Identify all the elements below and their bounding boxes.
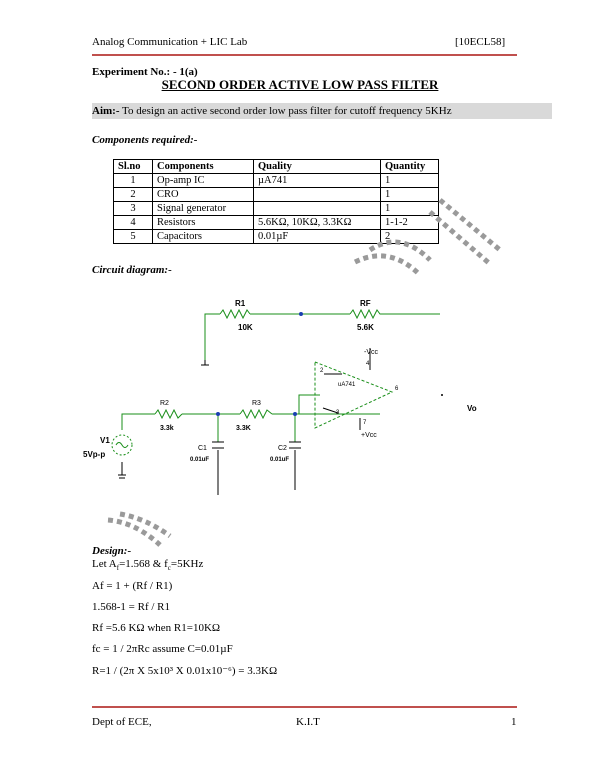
label-v1: V1	[100, 436, 110, 445]
circuit-diagram: R1 10K RF 5.6K R2 3.3k R3 3.3K C1 0.01uF…	[83, 299, 477, 495]
label-c2: C2	[278, 445, 287, 452]
label-pin7: 7	[363, 420, 367, 426]
footer-center: K.I.T	[296, 716, 320, 728]
header-right: [10ECL58]	[455, 36, 506, 48]
design-line-2: Af = 1 + (Rf / R1)	[92, 580, 173, 592]
design-line-1: Let Af=1.568 & fc=5KHz	[92, 558, 204, 573]
header-rule	[92, 54, 517, 56]
aim-label: Aim:-	[92, 105, 120, 117]
plus-input-arrow	[322, 407, 339, 414]
label-vcc-pos: +Vcc	[361, 432, 377, 439]
components-heading: Components required:-	[92, 134, 198, 146]
label-pin2: 2	[320, 368, 324, 374]
resistor-r1	[219, 308, 251, 320]
design-heading: Design:-	[92, 545, 132, 557]
watermark-graphic-2	[107, 511, 172, 547]
table-row: 3 Signal generator 1	[113, 201, 439, 216]
junction-dot	[299, 312, 303, 316]
cell-slno: 4	[113, 215, 153, 230]
source-v1	[111, 434, 133, 456]
resistor-r3	[239, 408, 273, 420]
aim-text: To design an active second order low pas…	[119, 105, 452, 117]
capacitor-c1	[212, 441, 224, 449]
page-title: SECOND ORDER ACTIVE LOW PASS FILTER	[161, 77, 439, 92]
sine-icon	[115, 442, 129, 448]
components-table: Sl.no Components Quality Quantity 1 Op-a…	[113, 159, 439, 244]
cell-slno: 2	[113, 187, 153, 202]
table-row: 5 Capacitors 0.01µF 2	[113, 229, 439, 244]
label-r1-val: 10K	[238, 323, 253, 332]
watermark-graphic	[353, 198, 502, 277]
design-line-5: fc = 1 / 2πRc assume C=0.01µF	[92, 643, 233, 655]
header-left: Analog Communication + LIC Lab	[92, 36, 248, 48]
junction-dot	[293, 412, 297, 416]
cell-component: CRO	[152, 187, 254, 202]
table-header-row: Sl.no Components Quality Quantity	[113, 159, 439, 174]
design-line-4: Rf =5.6 KΩ when R1=10KΩ	[92, 622, 221, 634]
cell-component: Signal generator	[152, 201, 254, 216]
label-r1: R1	[235, 299, 246, 308]
cell-component: Capacitors	[152, 229, 254, 244]
col-quantity: Quantity	[380, 159, 439, 174]
cell-slno: 1	[113, 173, 153, 188]
wire-feedback-in	[298, 394, 320, 414]
resistor-r2	[154, 408, 183, 420]
wire-input	[121, 413, 155, 415]
cell-quality: µA741	[253, 173, 381, 188]
circuit-heading: Circuit diagram:-	[92, 264, 172, 276]
cell-quantity: 1	[380, 173, 439, 188]
table-row: 1 Op-amp IC µA741 1	[113, 173, 439, 188]
label-r2-val: 3.3k	[160, 425, 174, 432]
capacitor-c2	[289, 441, 301, 449]
label-r3: R3	[252, 400, 261, 407]
resistor-rf	[349, 308, 384, 320]
label-r2: R2	[160, 400, 169, 407]
design-line-3: 1.568-1 = Rf / R1	[92, 601, 171, 613]
label-rf: RF	[360, 299, 371, 308]
junction-dot	[216, 412, 220, 416]
label-vcc-neg: -Vcc	[364, 349, 379, 356]
col-components: Components	[152, 159, 254, 174]
experiment-number: Experiment No.: - 1(a)	[92, 66, 198, 78]
aim-section: Aim:- To design an active second order l…	[92, 103, 552, 119]
col-quality: Quality	[253, 159, 381, 174]
label-pin6: 6	[395, 386, 399, 392]
cell-component: Op-amp IC	[152, 173, 254, 188]
label-pin3: 3	[336, 410, 340, 416]
label-v1-val: 5Vp-p	[83, 450, 105, 459]
label-c1: C1	[198, 445, 207, 452]
cell-slno: 5	[113, 229, 153, 244]
table-row: 4 Resistors 5.6KΩ, 10KΩ, 3.3KΩ 1-1-2	[113, 215, 439, 230]
cell-component: Resistors	[152, 215, 254, 230]
wire-ground-r1	[204, 313, 220, 360]
cell-slno: 3	[113, 201, 153, 216]
label-c1-val: 0.01uF	[190, 457, 209, 463]
col-slno: Sl.no	[113, 159, 153, 174]
label-vo: Vo	[467, 404, 477, 413]
output-dot	[441, 394, 443, 396]
ground-source	[118, 462, 126, 479]
label-pin4: 4	[366, 361, 370, 367]
label-opamp: uA741	[338, 382, 356, 388]
footer-rule	[92, 706, 517, 708]
design-line-6: R=1 / (2π X 5x10³ X 0.01x10⁻⁶) = 3.3KΩ	[92, 665, 278, 677]
page-number: 1	[511, 716, 517, 728]
opamp-triangle	[314, 361, 394, 429]
label-c2-val: 0.01uF	[270, 457, 289, 463]
footer-left: Dept of ECE,	[92, 716, 152, 728]
label-rf-val: 5.6K	[357, 323, 374, 332]
label-r3-val: 3.3K	[236, 425, 251, 432]
